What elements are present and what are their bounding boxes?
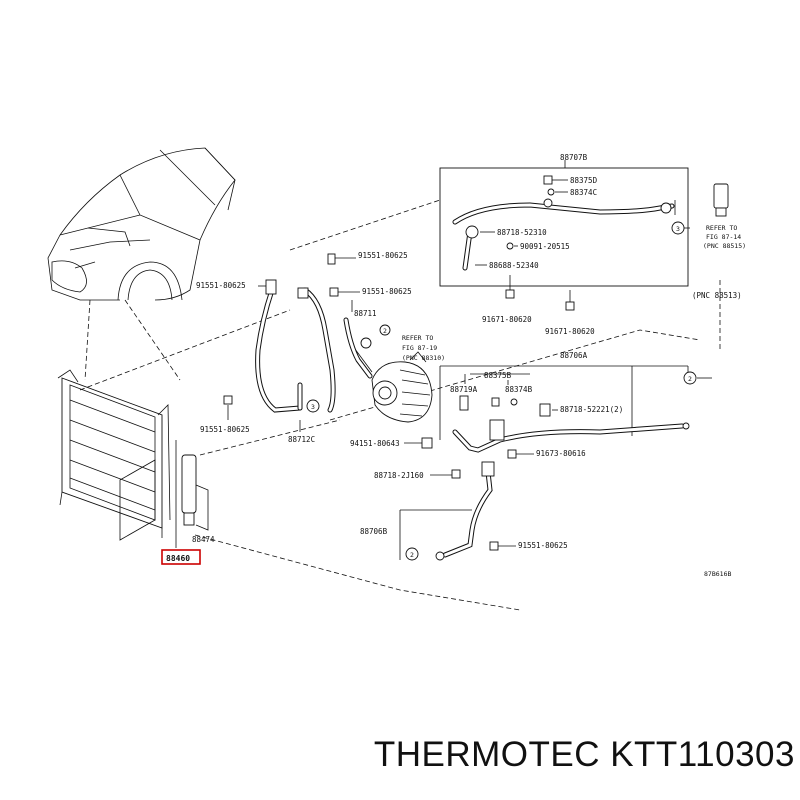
note-pnc88513: (PNC 88513)	[692, 291, 742, 300]
callout-88460: 88460	[166, 554, 190, 563]
callout-91551-80625-d: 91551-80625	[200, 425, 250, 434]
expansion-valve	[713, 183, 729, 217]
callout-88712C: 88712C	[288, 435, 315, 444]
callout-88375D: 88375D	[570, 176, 598, 185]
callout-88375B: 88375B	[484, 371, 512, 380]
callout-91551-80625-a: 91551-80625	[358, 251, 408, 260]
figure-reference-code: 87B616B	[704, 570, 731, 578]
note-ref-87-14-line2: FIG 87-14	[706, 233, 741, 241]
callout-88688-52340: 88688-52340	[489, 261, 539, 270]
callout-91671-80620-b: 91671-80620	[545, 327, 595, 336]
receiver-dryer	[181, 454, 209, 531]
group-88707B: 88707B 88375D 88374C 88718-52310 90091-2…	[439, 153, 690, 287]
bolt	[505, 289, 515, 299]
marker-2-bottom: 2	[410, 551, 414, 559]
vehicle-sketch	[47, 147, 236, 301]
marker-3-mid: 3	[311, 403, 315, 411]
note-ref-87-14-line1: REFER TO	[706, 224, 737, 232]
highlight-box-88460	[161, 549, 201, 565]
hose-88712C	[255, 287, 336, 413]
bolt	[507, 449, 517, 459]
hose-88706B: 88718-2J160 88706B 2 91551-80625	[360, 461, 568, 561]
pressure-switch	[459, 395, 469, 411]
brand-part-number: THERMOTEC KTT110303	[373, 735, 795, 774]
callout-94151-80643: 94151-80643	[350, 439, 400, 448]
bolt	[329, 287, 339, 297]
note-ref-87-19-line2: FIG 87-19	[402, 344, 437, 352]
bolt	[223, 395, 233, 405]
bolt	[327, 253, 336, 265]
callout-88718-2J160: 88718-2J160	[374, 471, 424, 480]
callout-88718-52221: 88718-52221(2)	[560, 405, 623, 414]
callout-88719A: 88719A	[450, 385, 478, 394]
compressor	[343, 317, 433, 423]
callout-88711: 88711	[354, 309, 377, 318]
condenser	[57, 369, 171, 541]
callout-91671-80620-a: 91671-80620	[482, 315, 532, 324]
callout-88374C: 88374C	[570, 188, 597, 197]
callout-91551-80625-b: 91551-80625	[362, 287, 412, 296]
callout-88707B: 88707B	[560, 153, 588, 162]
note-ref-87-19-line3: (PNC 88310)	[402, 354, 445, 362]
callout-91551-80625-e: 91551-80625	[518, 541, 568, 550]
marker-3-top: 3	[676, 225, 680, 233]
callout-91673-80616: 91673-80616	[536, 449, 586, 458]
note-ref-87-19-line1: REFER TO	[402, 334, 433, 342]
note-ref-87-14-line3: (PNC 88515)	[703, 242, 746, 250]
callout-88706A: 88706A	[560, 351, 588, 360]
callout-88718-52310: 88718-52310	[497, 228, 547, 237]
callout-90091-20515: 90091-20515	[520, 242, 570, 251]
callout-88706B: 88706B	[360, 527, 388, 536]
marker-2-right: 2	[688, 375, 692, 383]
fitting	[297, 287, 309, 299]
callout-88474: 88474	[192, 535, 215, 544]
callout-88374B: 88374B	[505, 385, 533, 394]
marker-2-mid: 2	[383, 327, 387, 335]
callout-91551-80625-c: 91551-80625	[196, 281, 246, 290]
fitting	[265, 279, 277, 295]
group-88706A: 88706A 88375B 88719A 88374B 88718-52221(…	[439, 351, 712, 453]
bolt	[421, 437, 433, 449]
bolt	[565, 301, 575, 311]
